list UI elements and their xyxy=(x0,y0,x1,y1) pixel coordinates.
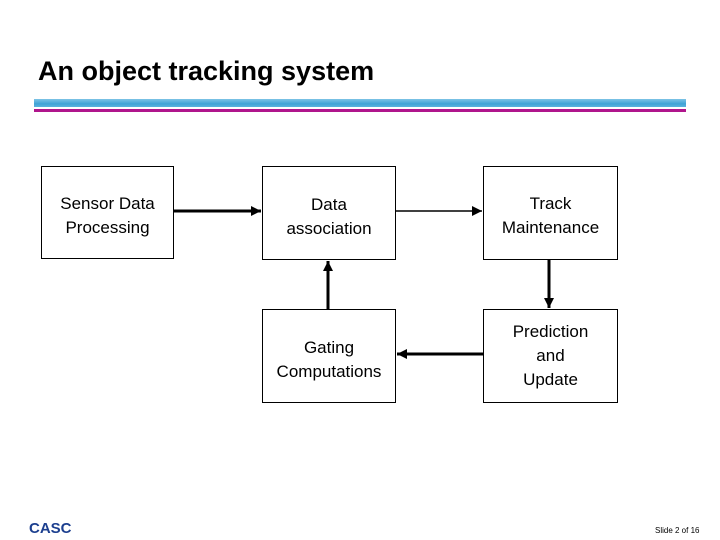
node-sensor-data-processing: Sensor Data Processing xyxy=(41,166,174,259)
node-prediction-and-update: Prediction and Update xyxy=(483,309,618,403)
slide-number: Slide 2 of 16 xyxy=(655,526,700,535)
node-track-maintenance: Track Maintenance xyxy=(483,166,618,260)
title-underline-magenta xyxy=(34,109,686,112)
title-underline-blue xyxy=(34,99,686,107)
slide-title: An object tracking system xyxy=(38,56,375,86)
node-gating-computations: Gating Computations xyxy=(262,309,396,403)
node-data-association: Data association xyxy=(262,166,396,260)
footer-logo-text: CASC xyxy=(29,520,72,537)
